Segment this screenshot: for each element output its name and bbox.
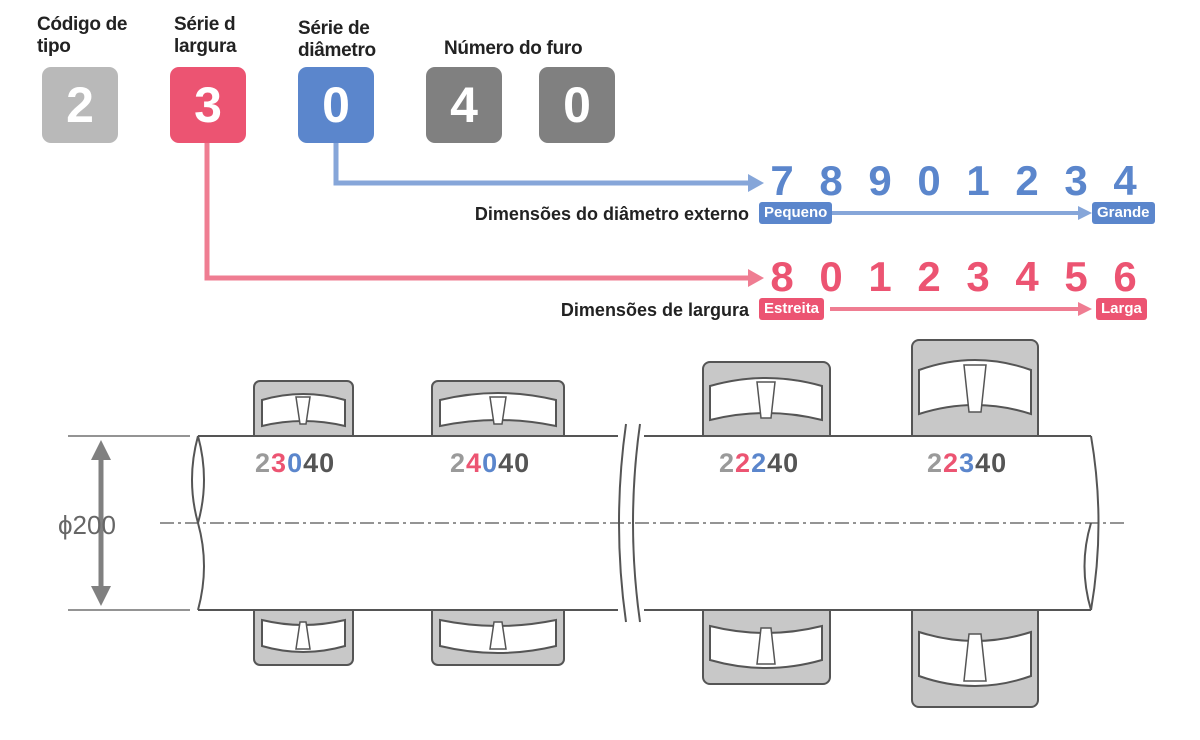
code-bore-digits: 40 — [975, 448, 1008, 478]
width-series-label-line1: Série d — [174, 14, 236, 35]
width-scale-digit: 8 — [770, 253, 794, 300]
code-width-digit: 4 — [466, 448, 483, 478]
bore-number-label: Número do furo — [444, 38, 583, 59]
code-diameter-digit: 3 — [959, 448, 976, 478]
bearing-code-22240: 22240 — [719, 448, 799, 478]
bearing-code-22340: 22340 — [927, 448, 1007, 478]
shaft-diameter-label: ϕ200 — [58, 510, 116, 540]
diameter-series-digit: 0 — [298, 67, 374, 143]
diameter-scale-digit: 2 — [1015, 157, 1039, 204]
diameter-series-label-line2: diâmetro — [298, 40, 376, 61]
width-scale-digit: 2 — [917, 253, 941, 300]
diameter-scale-arrow — [830, 206, 1092, 220]
code-type-digit: 2 — [927, 448, 944, 478]
code-width-digit: 2 — [943, 448, 960, 478]
code-diameter-digit: 2 — [751, 448, 768, 478]
width-scale-digit: 4 — [1015, 253, 1039, 300]
diameter-scale-digit: 8 — [819, 157, 843, 204]
bearing-code-23040: 23040 — [255, 448, 335, 478]
code-width-digit: 3 — [271, 448, 288, 478]
width-series-label: Série d largura — [174, 14, 237, 58]
width-scale-digit: 3 — [966, 253, 990, 300]
width-scale-digit: 6 — [1113, 253, 1137, 300]
code-bore-digits: 40 — [767, 448, 800, 478]
diameter-scale-digit: 1 — [966, 157, 990, 204]
width-scale-digit: 0 — [819, 253, 843, 300]
wide-tag: Larga — [1096, 298, 1147, 320]
type-code-digit: 2 — [42, 67, 118, 143]
bore-number-digit-2: 0 — [539, 67, 615, 143]
width-series-digit: 3 — [170, 67, 246, 143]
bore-number-digit-1: 4 — [426, 67, 502, 143]
code-type-digit: 2 — [255, 448, 272, 478]
small-tag: Pequeno — [759, 202, 833, 224]
width-scale-arrow — [830, 302, 1092, 316]
diameter-dimension-line — [68, 435, 190, 611]
code-bore-digits: 40 — [498, 448, 531, 478]
code-diameter-digit: 0 — [482, 448, 499, 478]
diameter-scale-digit: 3 — [1064, 157, 1088, 204]
code-type-digit: 2 — [719, 448, 736, 478]
diameter-scale-digit: 0 — [917, 157, 941, 204]
code-bore-digits: 40 — [303, 448, 336, 478]
diameter-scale-digit: 9 — [868, 157, 892, 204]
diameter-scale-digit: 7 — [770, 157, 794, 204]
type-code-label: Código de tipo — [37, 14, 127, 58]
bearing-code-24040: 24040 — [450, 448, 530, 478]
width-connector — [204, 143, 764, 287]
width-scale-digit: 1 — [868, 253, 892, 300]
code-width-digit: 2 — [735, 448, 752, 478]
bearing-22340 — [911, 339, 1039, 708]
diameter-connector — [333, 143, 764, 192]
width-series-label-line2: largura — [174, 36, 237, 57]
type-code-label-line2: tipo — [37, 36, 71, 57]
code-type-digit: 2 — [450, 448, 467, 478]
narrow-tag: Estreita — [759, 298, 825, 320]
type-code-label-line1: Código de — [37, 14, 128, 35]
diameter-series-label-line1: Série de — [298, 18, 370, 39]
width-scale-digit: 5 — [1064, 253, 1088, 300]
code-diameter-digit: 0 — [287, 448, 304, 478]
width-dimensions-label: Dimensões de largura — [560, 300, 749, 320]
diameter-series-label: Série de diâmetro — [298, 18, 376, 62]
large-tag: Grande — [1092, 202, 1155, 224]
outer-diameter-dimensions-label: Dimensões do diâmetro externo — [474, 204, 749, 224]
diameter-scale-digit: 4 — [1113, 157, 1137, 204]
